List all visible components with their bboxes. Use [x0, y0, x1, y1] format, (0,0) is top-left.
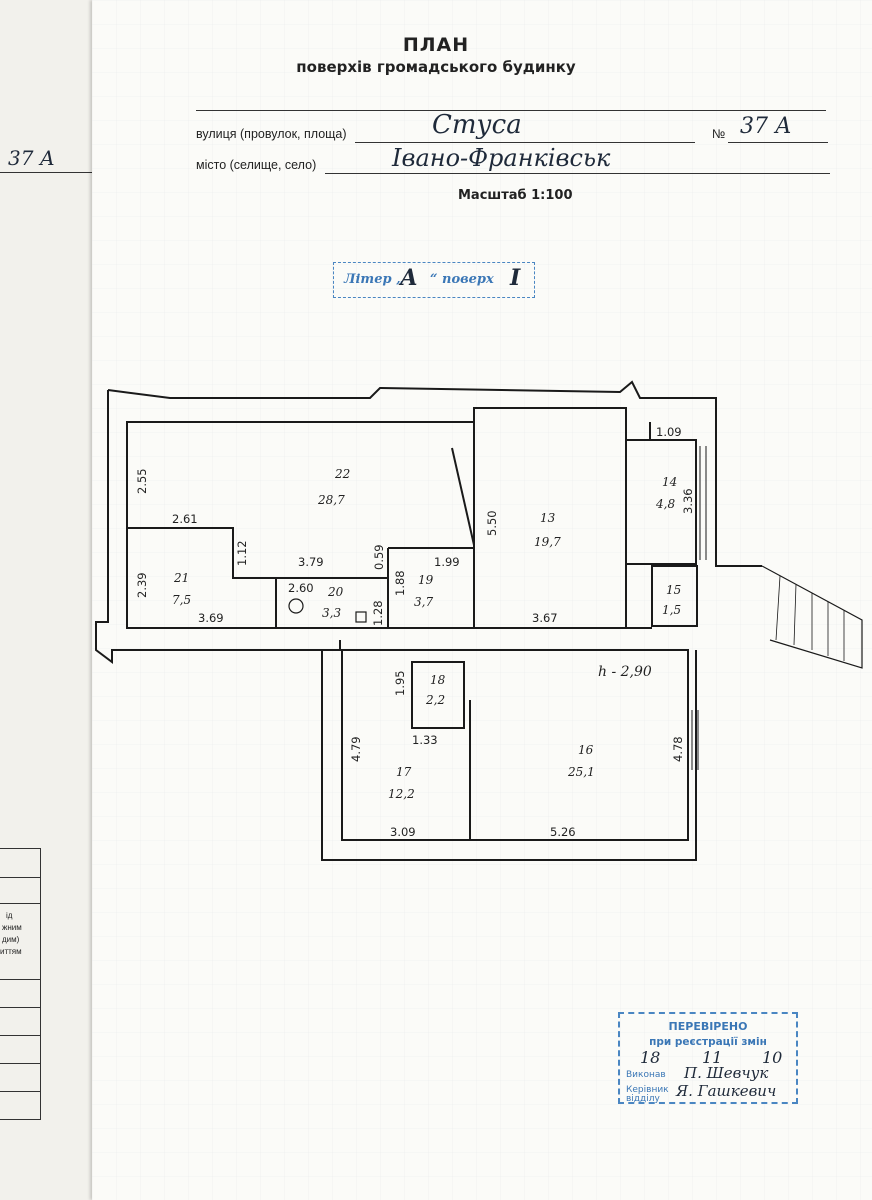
number-underline [728, 142, 828, 143]
room-number: 16 [578, 743, 594, 757]
dimension: 0.59 [372, 544, 386, 570]
room-number: 17 [396, 765, 412, 779]
executor-label: Виконав [626, 1070, 666, 1080]
room-area: 4,8 [655, 497, 675, 511]
side-fragment: иттям [0, 947, 22, 956]
room-number: 18 [430, 673, 446, 687]
plan-sheet [92, 0, 872, 1200]
dimension: 2.61 [172, 512, 198, 526]
stamp-date-year: 10 [762, 1048, 783, 1067]
dimension: 1.99 [434, 555, 460, 569]
dimension: 1.09 [656, 425, 682, 439]
side-fragment: жним [2, 923, 22, 932]
room-area: 1,5 [662, 603, 681, 617]
liter-value: А [400, 265, 418, 291]
street-value: Стуса [432, 110, 522, 140]
executor-name: П. Шевчук [684, 1064, 769, 1082]
dimension: 3.69 [198, 611, 224, 625]
dimension: 2.55 [135, 468, 149, 494]
plan-walls [95, 380, 863, 861]
street-label: вулиця (провулок, площа) [196, 127, 347, 141]
dimension: 3.09 [390, 825, 416, 839]
dimension: 1.33 [412, 733, 438, 747]
dimension: 1.95 [393, 670, 407, 696]
dimension: 1.88 [393, 570, 407, 596]
city-value: Івано-Франківськ [392, 144, 611, 172]
room-area: 2,2 [425, 693, 445, 707]
dimension: 5.26 [550, 825, 576, 839]
head-label: Керівник відділу [626, 1085, 669, 1104]
stamp-line-1: ПЕРЕВІРЕНО [668, 1020, 748, 1033]
background-grid [92, 0, 872, 1200]
ceiling-height: h - 2,90 [598, 664, 652, 680]
top-rule [196, 110, 826, 111]
stamp-date-month: 11 [702, 1048, 723, 1067]
dimension: 2.60 [288, 581, 314, 595]
dimension: 3.79 [298, 555, 324, 569]
street-underline [355, 142, 695, 143]
dimension: 4.78 [671, 736, 685, 762]
side-fragment: ід [6, 911, 13, 920]
side-fragment: дим) [2, 935, 20, 944]
liter-prefix: Літер „ [344, 272, 404, 287]
room-number: 14 [662, 475, 677, 489]
room-area: 28,7 [317, 493, 345, 507]
scale-label: Масштаб 1:100 [458, 188, 573, 203]
head-name: Я. Гашкевич [676, 1082, 777, 1100]
side-house-number: 37 А [8, 146, 55, 170]
room-labels: 22 28,7 13 19,7 14 4,8 21 7,5 20 3,3 19 … [172, 467, 681, 801]
dimension: 2.39 [135, 572, 149, 598]
side-underline [0, 172, 95, 173]
dimension-labels: 2.55 2.61 1.12 3.79 0.59 1.88 1.99 5.50 … [135, 425, 695, 839]
liter-stamp: Літер „ А “ поверх І [333, 262, 535, 298]
dimension: 3.36 [681, 488, 695, 514]
floor-value: І [510, 265, 521, 291]
room-number: 13 [540, 511, 556, 525]
side-table: ід жним дим) иттям [0, 848, 41, 1120]
number-value: 37 А [740, 114, 792, 139]
room-number: 19 [418, 573, 434, 587]
dimension: 4.79 [349, 736, 363, 762]
stamp-date-day: 18 [640, 1048, 661, 1067]
dimension: 1.12 [235, 540, 249, 566]
number-label: № [712, 127, 726, 141]
liter-middle: “ поверх [430, 272, 494, 287]
room-area: 25,1 [567, 765, 595, 779]
plan-subtitle: поверхів громадського будинку [296, 58, 576, 76]
plan-title: ПЛАН [402, 34, 470, 56]
city-underline [325, 173, 830, 174]
room-area: 12,2 [388, 787, 415, 801]
room-number: 15 [666, 583, 681, 597]
room-number: 20 [327, 585, 344, 599]
room-area: 19,7 [534, 535, 561, 549]
room-number: 21 [173, 571, 189, 585]
verification-stamp: ПЕРЕВІРЕНО при реєстрації змін 18 11 10 … [618, 1012, 798, 1104]
dimension: 1.28 [371, 600, 385, 626]
stamp-line-2: при реєстрації змін [649, 1036, 767, 1048]
room-area: 7,5 [172, 593, 191, 607]
city-label: місто (селище, село) [196, 158, 317, 172]
room-area: 3,7 [414, 595, 433, 609]
dimension: 5.50 [485, 510, 499, 536]
room-number: 22 [334, 467, 350, 481]
room-area: 3,3 [322, 606, 341, 620]
dimension: 3.67 [532, 611, 558, 625]
